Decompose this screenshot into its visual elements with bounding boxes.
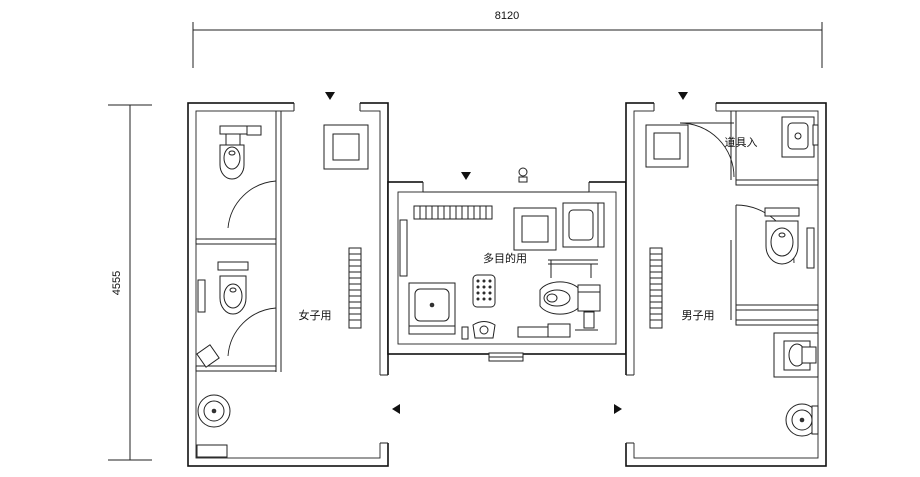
height-dimension-label: 4555 (111, 271, 123, 295)
womens-unit: 女子用 (187, 92, 400, 467)
storage-room-label: 道具入 (725, 135, 758, 149)
multipurpose-entry-arrow-icon (461, 172, 471, 180)
height-dimension: 4555 (108, 104, 152, 461)
width-dimension-label: 8120 (495, 10, 519, 22)
multipurpose-room-label: 多目的用 (483, 251, 527, 265)
womens-grille (349, 253, 361, 321)
multipurpose-grille (419, 206, 487, 219)
mens-side-arrow-icon (614, 404, 622, 414)
womens-entry-arrow-icon (325, 92, 335, 100)
multipurpose-unit: 多目的用 (387, 167, 627, 362)
mens-entry-arrow-icon (678, 92, 688, 100)
mens-unit: 男子用 道具入 (614, 92, 827, 467)
womens-side-arrow-icon (392, 404, 400, 414)
mat-dots (476, 279, 492, 301)
mens-room-label: 男子用 (682, 309, 715, 322)
womens-room-label: 女子用 (299, 308, 332, 322)
mens-grille (650, 253, 662, 321)
width-dimension: 8120 (192, 10, 823, 68)
